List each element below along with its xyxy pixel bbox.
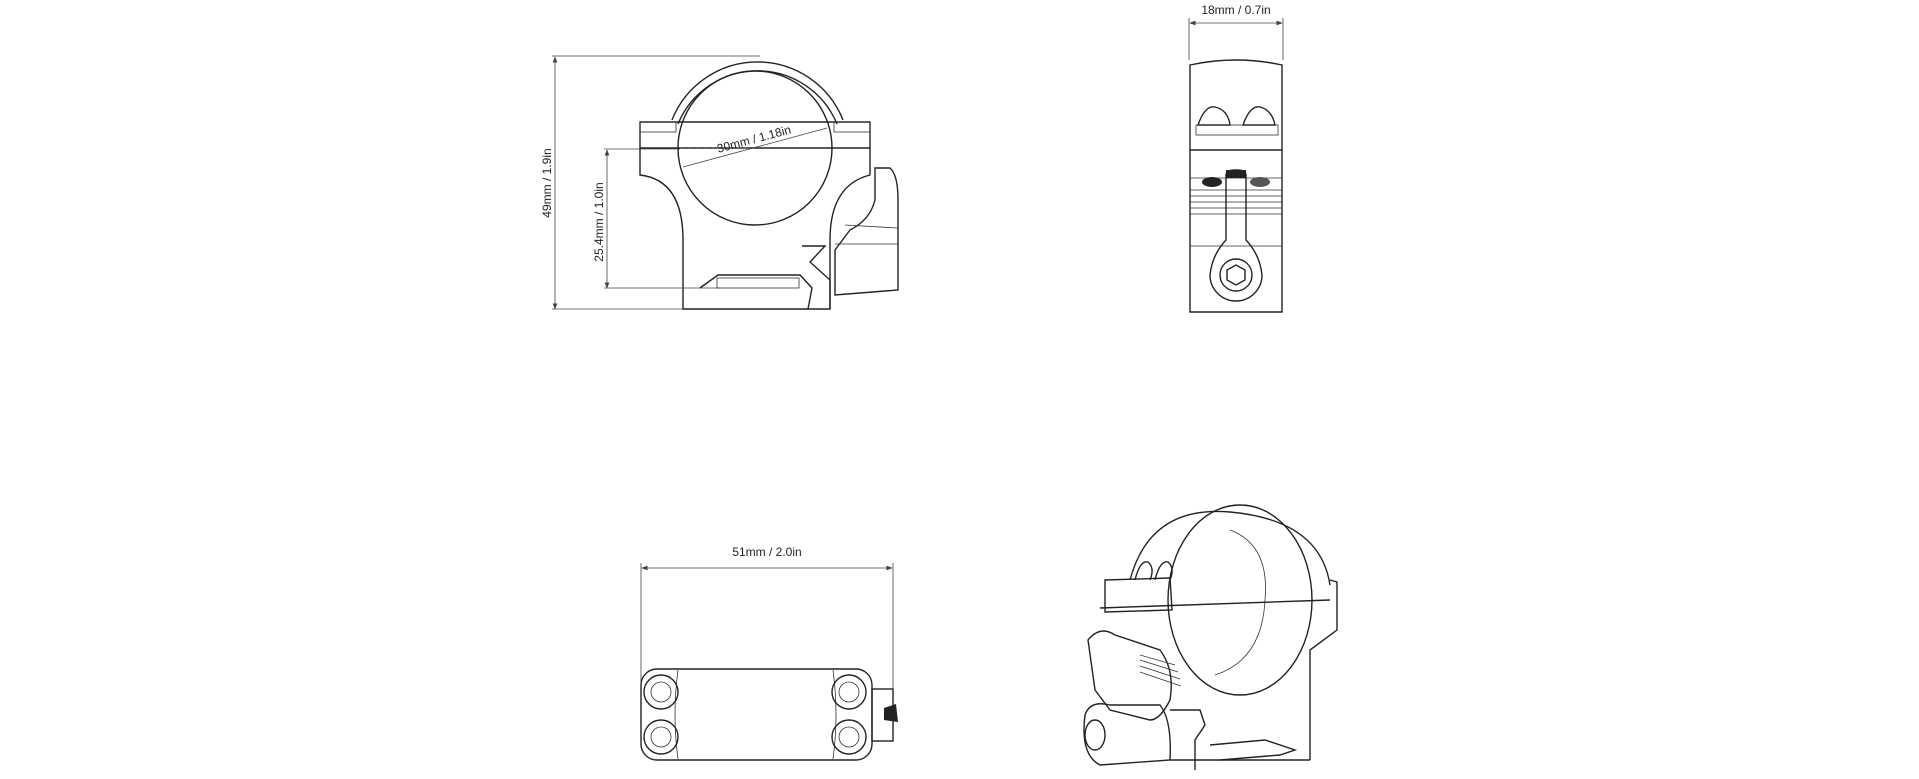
width-label: 18mm / 0.7in [1201,3,1270,17]
side-view: 18mm / 0.7in [1188,3,1284,313]
diameter-label: 30mm / 1.18in [715,123,792,156]
bottom-view: 51mm / 2.0in [640,545,898,761]
isometric-view [1083,504,1338,770]
center-height-label: 25.4mm / 1.0in [592,182,606,261]
torx-screw-icon [643,674,867,755]
height-label: 49mm / 1.9in [540,148,554,217]
length-label: 51mm / 2.0in [732,545,801,559]
front-view: 49mm / 1.9in 25.4mm / 1.0in 30mm / 1.18i… [540,55,899,310]
